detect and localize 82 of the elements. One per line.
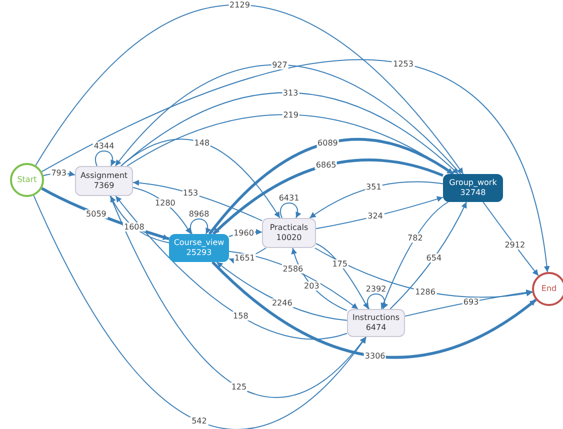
arrow bbox=[120, 92, 459, 174]
arrow bbox=[390, 202, 467, 310]
edge-label: 2586 bbox=[282, 264, 304, 274]
frequency-count: 10020 bbox=[276, 233, 302, 243]
activity-box bbox=[443, 174, 503, 202]
edge-label: 351 bbox=[365, 182, 382, 192]
edge-label: 175 bbox=[331, 260, 348, 269]
edge-label: 1651 bbox=[234, 254, 256, 263]
arrow bbox=[120, 138, 280, 218]
edge-label: 203 bbox=[303, 281, 320, 290]
arrow bbox=[316, 243, 369, 310]
start-circle bbox=[10, 163, 44, 197]
edge-label: 1280 bbox=[154, 198, 176, 208]
arrow bbox=[110, 196, 170, 244]
activity-name: Instructions bbox=[352, 313, 400, 323]
activity-name: Practicals bbox=[270, 223, 308, 233]
activity-name: Course_view bbox=[174, 238, 224, 248]
end-circle bbox=[532, 272, 563, 306]
edge-label: 6865 bbox=[314, 160, 338, 170]
arrow bbox=[228, 250, 358, 310]
edge-label: 4344 bbox=[92, 142, 116, 150]
activity-name: Group_work bbox=[449, 178, 497, 188]
edge-label: 1960 bbox=[232, 228, 255, 238]
arrow bbox=[216, 262, 348, 321]
edge-label: 324 bbox=[366, 212, 384, 221]
arrow bbox=[314, 248, 533, 298]
arrow bbox=[41, 59, 550, 273]
arrow bbox=[35, 4, 464, 174]
edge-label: 2246 bbox=[270, 298, 294, 308]
edge-label: 2392 bbox=[364, 284, 388, 294]
activity-name: Start bbox=[17, 175, 37, 185]
edge-label: 542 bbox=[190, 416, 208, 426]
activity-box bbox=[262, 218, 316, 248]
edge-label: 1286 bbox=[414, 287, 436, 296]
frequency-count: 32748 bbox=[460, 188, 486, 198]
arrow bbox=[380, 202, 449, 310]
arrow bbox=[309, 181, 444, 218]
edge-label: 793 bbox=[50, 168, 68, 178]
edge-label: 927 bbox=[271, 60, 288, 70]
edge-label: 782 bbox=[406, 234, 424, 242]
edge-label: 2129 bbox=[228, 0, 251, 10]
edge-label: 158 bbox=[232, 312, 250, 321]
arrow bbox=[367, 294, 388, 310]
frequency-count: 7369 bbox=[94, 181, 114, 191]
arrow bbox=[110, 196, 366, 398]
edge-label: 654 bbox=[425, 254, 443, 262]
activity-box bbox=[169, 234, 229, 262]
arrow bbox=[132, 187, 192, 234]
activity-name: Assignment bbox=[80, 171, 128, 181]
arrow bbox=[482, 202, 539, 276]
edge-label: 1253 bbox=[392, 59, 414, 68]
edge-label: 125 bbox=[230, 382, 248, 392]
edge-label: 693 bbox=[462, 297, 480, 306]
edge-label: 1608 bbox=[123, 222, 146, 232]
edge-label: 6431 bbox=[278, 194, 300, 202]
edge-label: 219 bbox=[282, 110, 300, 120]
arrow bbox=[208, 138, 454, 235]
edge-label: 6089 bbox=[316, 138, 339, 148]
edge-label: 3306 bbox=[364, 352, 386, 361]
frequency-count: 6474 bbox=[366, 323, 386, 333]
arrow bbox=[115, 196, 348, 340]
arrow bbox=[212, 158, 444, 236]
activity-box bbox=[75, 166, 133, 196]
arrow bbox=[114, 64, 462, 174]
arrow bbox=[212, 261, 537, 359]
edge-label: 8968 bbox=[188, 210, 210, 218]
edge-label: 313 bbox=[282, 88, 300, 98]
activity-name: End bbox=[541, 284, 557, 294]
edge-label: 153 bbox=[182, 188, 200, 198]
edge-label: 5059 bbox=[85, 209, 108, 218]
arrow bbox=[316, 196, 444, 230]
edge-label: 148 bbox=[193, 138, 211, 147]
arrow bbox=[291, 248, 348, 312]
activity-box bbox=[347, 309, 405, 337]
edge-label: 2912 bbox=[504, 240, 526, 250]
arrow bbox=[404, 289, 533, 317]
arrow bbox=[190, 218, 211, 234]
arrow bbox=[95, 150, 116, 166]
frequency-count: 25293 bbox=[186, 248, 212, 258]
arrow bbox=[280, 202, 301, 218]
arrow bbox=[132, 180, 262, 222]
arrow bbox=[33, 195, 367, 429]
